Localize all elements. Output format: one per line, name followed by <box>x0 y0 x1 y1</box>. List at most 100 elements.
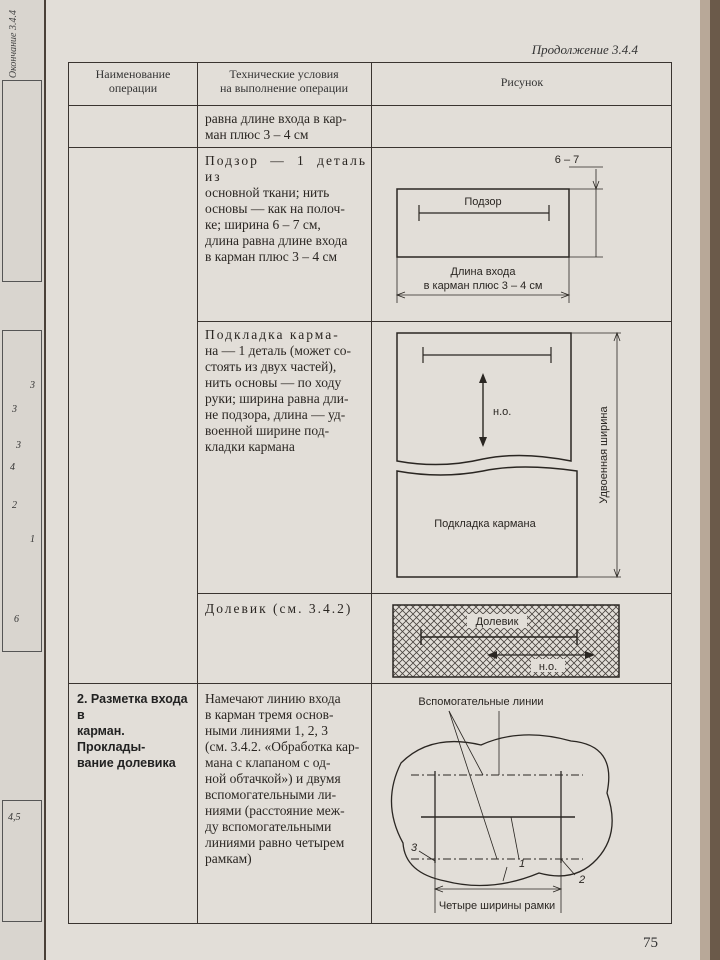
text-line: руки; ширина равна дли- <box>205 391 349 406</box>
podzor-width: 6 – 7 <box>555 154 579 166</box>
leader-line <box>448 710 484 776</box>
arrow-left-icon <box>487 651 497 659</box>
label-backing <box>467 614 527 628</box>
text-line: рамкам) <box>205 851 252 866</box>
conditions-dolevik: Долевик (см. 3.4.2) <box>205 601 367 617</box>
page-edge <box>700 0 710 960</box>
continuation-label: Продолжение 3.4.4 <box>531 42 638 57</box>
podzor-figure: Подзор 6 – 7 Длина входа в карман плюс 3… <box>395 154 603 303</box>
line-number-3: 3 <box>411 842 418 854</box>
conditions-podzor: Подзор — 1 деталь из основной ткани; нит… <box>205 153 367 265</box>
podzor-length: Длина входа <box>451 266 517 278</box>
left-page-edge: Окончание 3.4.4 3 3 3 4 2 1 6 4,5 <box>0 0 46 960</box>
row-divider <box>197 593 671 594</box>
header-line: операции <box>108 81 158 95</box>
operation-marking: 2. Разметка входа в карман. Проклады- ва… <box>77 691 193 771</box>
line-number-2: 2 <box>578 874 585 886</box>
header-conditions: Технические условия на выполнение операц… <box>197 67 371 95</box>
header-line: Технические условия <box>229 67 339 81</box>
arrow-icon <box>433 885 444 893</box>
text-line: карман. Проклады- <box>77 724 146 754</box>
left-page-number: 3 <box>12 404 17 415</box>
header-figure: Рисунок <box>500 75 544 89</box>
text-line: кладки кармана <box>205 439 295 454</box>
arrow-icon <box>552 885 563 893</box>
arrow-right-icon <box>585 651 595 659</box>
text-line: 2. Разметка входа в <box>77 692 188 722</box>
text-line: в карман тремя основ- <box>205 707 334 722</box>
text-line: вспомогательными ли- <box>205 787 337 802</box>
podzor-shape <box>396 188 570 258</box>
text-line: основной ткани; нить <box>205 185 330 200</box>
text-line: ке; ширина 6 – 7 см, <box>205 217 321 232</box>
lining-lower-shape <box>396 466 578 578</box>
fabric-outline <box>390 734 613 887</box>
header-line: на выполнение операции <box>220 81 348 95</box>
operations-table: Наименование операции Технические услови… <box>68 62 672 924</box>
left-page-figure <box>2 80 42 282</box>
left-page-number: 6 <box>14 614 19 625</box>
text-line: Намечают линию входа <box>205 691 341 706</box>
text-line: равна длине входа в кар- <box>205 111 347 126</box>
text-line: ными линиями 1, 2, 3 <box>205 723 328 738</box>
text-line: стоять из двух частей), <box>205 359 337 374</box>
left-page-figure <box>2 330 42 652</box>
leader-line <box>502 866 508 882</box>
arrow-icon <box>560 291 571 299</box>
leader-line <box>448 710 498 860</box>
conditions-r0: равна длине входа в кар- ман плюс 3 – 4 … <box>205 111 367 143</box>
text-line: Долевик (см. 3.4.2) <box>205 601 353 616</box>
column-divider <box>371 63 372 923</box>
text-line: Подзор — 1 деталь из <box>205 153 367 184</box>
left-page-figure <box>2 800 42 922</box>
arrow-icon <box>592 180 600 191</box>
text-line: на — 1 деталь (может со- <box>205 343 352 358</box>
left-page-number: 1 <box>30 534 35 545</box>
row-divider <box>69 105 671 106</box>
text-line: вание долевика <box>77 756 176 770</box>
left-page-number: 4,5 <box>8 812 21 823</box>
text-line: Подкладка карма- <box>205 327 340 342</box>
conditions-marking: Намечают линию входа в карман тремя осно… <box>205 691 369 867</box>
text-line: не подзора, длина — уд- <box>205 407 346 422</box>
left-page-number: 3 <box>30 380 35 391</box>
lining-upper-shape <box>396 332 572 466</box>
page-number: 75 <box>643 935 658 951</box>
row-divider <box>197 321 671 322</box>
text-line: ной обтачкой») и двумя <box>205 771 341 786</box>
lining-label: Подкладка кармана <box>434 518 536 530</box>
auxiliary-lines-label: Вспомогательные линии <box>418 696 543 708</box>
arrow-down-icon <box>479 437 487 447</box>
four-frame-widths-label: Четыре ширины рамки <box>439 900 555 912</box>
left-page-number: 3 <box>16 440 21 451</box>
grain-label: н.о. <box>493 406 511 418</box>
leader-line <box>418 850 436 862</box>
dolevik-figure: Долевик н.о. <box>392 604 620 678</box>
text-line: ниями (расстояние меж- <box>205 803 345 818</box>
text-line: основы — как на полоч- <box>205 201 345 216</box>
left-page-number: 2 <box>12 500 17 511</box>
header-operation: Наименование операции <box>69 67 197 95</box>
conditions-lining: Подкладка карма- на — 1 деталь (может со… <box>205 327 367 455</box>
column-divider <box>197 63 198 923</box>
leader-line <box>510 816 520 860</box>
text-line: (см. 3.4.2. «Обработка кар- <box>205 739 360 754</box>
podzor-length: в карман плюс 3 – 4 см <box>424 280 543 292</box>
text-line: в карман плюс 3 – 4 см <box>205 249 338 264</box>
arrow-up-icon <box>479 373 487 383</box>
text-line: линиями равно четырем <box>205 835 345 850</box>
dolevik-label: Долевик <box>476 616 519 628</box>
label-backing <box>531 659 565 672</box>
leader-line <box>560 858 576 876</box>
marking-figure: Вспомогательные линии 1 2 3 Четыре ширин… <box>390 696 613 913</box>
row-divider <box>69 147 671 148</box>
row-divider <box>69 683 671 684</box>
book-page: Продолжение 3.4.4 Наименование операции … <box>46 0 710 960</box>
arrow-icon <box>395 291 406 299</box>
text-line: длина равна длине входа <box>205 233 348 248</box>
lining-dimension-label: Удвоенная ширина <box>598 406 610 504</box>
header-line: Наименование <box>95 67 171 81</box>
text-line: мана с клапаном с од- <box>205 755 331 770</box>
left-page-tab: Окончание 3.4.4 <box>8 10 19 79</box>
left-page-number: 4 <box>10 462 15 473</box>
